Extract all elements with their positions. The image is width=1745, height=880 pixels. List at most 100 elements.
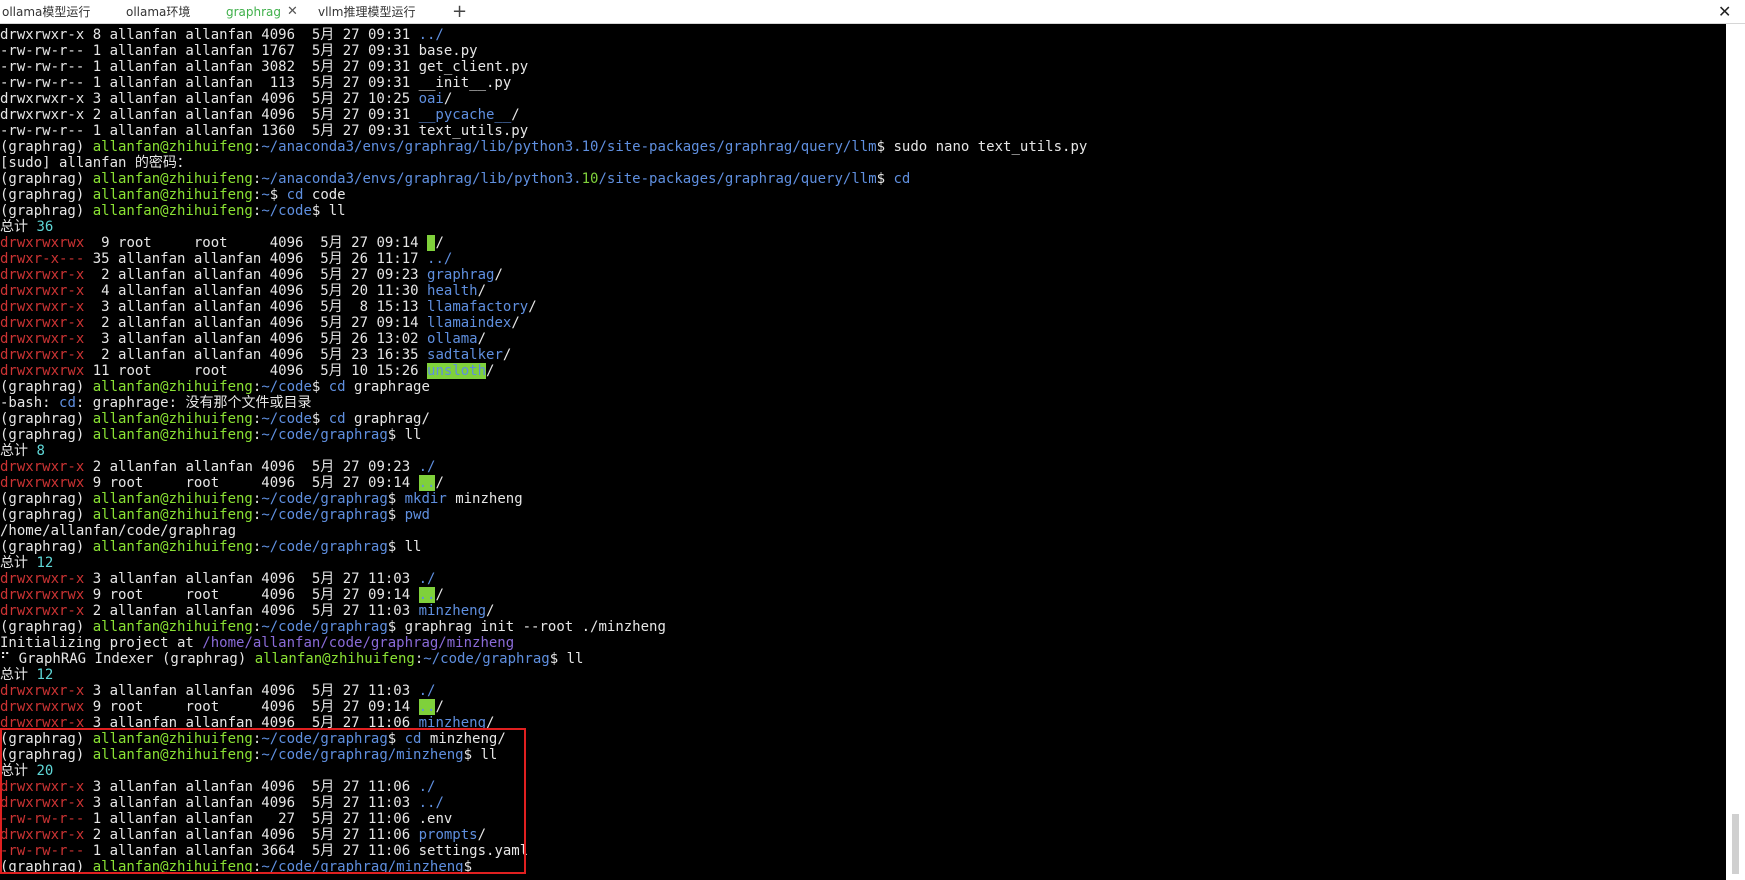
terminal-text-segment: 2 allanfan allanfan 4096 5月 27 11:06 (84, 827, 419, 843)
terminal-text-segment: $ sudo nano text_utils.py (876, 139, 1088, 155)
terminal-text-segment: ~/code/graphrag (261, 507, 388, 523)
tab-graphrag[interactable]: graphrag (226, 5, 282, 19)
terminal-line: drwxrwxr-x 2 allanfan allanfan 4096 5月 2… (0, 107, 1087, 123)
terminal-text-segment: graphrag/ (345, 411, 430, 427)
terminal-text-segment: ../ (427, 251, 453, 267)
terminal-text-segment: / (486, 603, 495, 619)
window-close-icon[interactable]: ✕ (1718, 2, 1732, 21)
terminal-text-segment: drwxrwxrwx (0, 699, 85, 715)
terminal-text-segment: drwxrwxr-x (0, 683, 85, 699)
terminal-text-segment: drwxrwxr-x 3 allanfan allanfan 4096 5月 2… (0, 91, 419, 107)
terminal-line: (graphrag) allanfan@zhihuifeng:~/anacond… (0, 171, 1087, 187)
terminal-text-segment: / (443, 91, 453, 107)
terminal-text-segment: (graphrag) (0, 139, 93, 155)
terminal-text-segment: ~/code (261, 379, 312, 395)
terminal-text-segment: 总计 (0, 219, 37, 235)
terminal-line: -rw-rw-r-- 1 allanfan allanfan 27 5月 27 … (0, 811, 1087, 827)
terminal-text-segment: drwxrwxr-x (0, 571, 85, 587)
terminal-text-segment: $ (269, 187, 287, 203)
terminal-line: drwxrwxrwx 9 root root 4096 5月 27 09:14 … (0, 587, 1087, 603)
terminal-text-segment: Initializing project at (0, 635, 203, 651)
terminal-text-segment: -rw-rw-r-- 1 allanfan allanfan 1767 5月 2… (0, 43, 478, 59)
tab-bar: ollama模型运行 ollama环境 graphrag ✕ vllm推理模型运… (0, 0, 1745, 24)
terminal-text-segment: ~/code (261, 411, 312, 427)
terminal-text-segment: : (252, 379, 262, 395)
terminal-line: -bash: cd: graphrage: 没有那个文件或目录 (0, 395, 1087, 411)
terminal-scrollbar[interactable] (1726, 24, 1745, 880)
terminal-text-segment: oai (418, 91, 444, 107)
terminal-text-segment: drwxrwxr-x (0, 603, 85, 619)
terminal-text-segment: (graphrag) (0, 427, 93, 443)
terminal-line: drwxrwxr-x 3 allanfan allanfan 4096 5月 2… (0, 683, 1087, 699)
terminal-text-segment: 总计 (0, 667, 37, 683)
terminal-text-segment: $ ll (387, 427, 422, 443)
terminal-text-segment: 4 allanfan allanfan 4096 5月 20 11:30 (84, 283, 428, 299)
terminal-text-segment: / (435, 475, 444, 491)
terminal-text-segment: 10 (581, 171, 599, 187)
terminal-output[interactable]: drwxrwxr-x 8 allanfan allanfan 4096 5月 2… (0, 24, 1726, 880)
terminal-line: drwxrwxr-x 8 allanfan allanfan 4096 5月 2… (0, 27, 1087, 43)
terminal-text-segment: : (252, 747, 262, 763)
terminal-text-segment: 12 (36, 555, 54, 571)
terminal-text-segment: 3 allanfan allanfan 4096 5月 27 11:06 (84, 715, 419, 731)
tab-ollama-env[interactable]: ollama环境 (126, 5, 191, 19)
terminal-text-segment: : (252, 491, 262, 507)
terminal-line: 总计 20 (0, 763, 1087, 779)
terminal-line: (graphrag) allanfan@zhihuifeng:~/code/gr… (0, 507, 1087, 523)
terminal-text-segment: allanfan@zhihuifeng (92, 859, 253, 875)
terminal-text-segment: allanfan@zhihuifeng (92, 203, 253, 219)
terminal-text-segment: allanfan@zhihuifeng (254, 651, 415, 667)
terminal-text-segment: ./ (418, 571, 436, 587)
terminal-text-segment: / (511, 315, 520, 331)
terminal-text-segment: ~/code/graphrag/minzheng (261, 747, 464, 763)
terminal-line: (graphrag) allanfan@zhihuifeng:~/code$ c… (0, 411, 1087, 427)
tab-close-icon[interactable]: ✕ (287, 4, 298, 19)
terminal-line: drwxrwxr-x 3 allanfan allanfan 4096 5月 2… (0, 715, 1087, 731)
terminal-text-segment: llamaindex (427, 315, 512, 331)
terminal-line: drwxrwxrwx 9 root root 4096 5月 27 09:14 … (0, 699, 1087, 715)
terminal-text-segment: minzheng (418, 715, 487, 731)
terminal-text-segment: 9 root root 4096 5月 27 09:14 (84, 475, 419, 491)
terminal-text-segment: ~/code/graphrag (261, 491, 388, 507)
terminal-text-segment: / (494, 267, 503, 283)
terminal-text-segment: : (252, 507, 262, 523)
tab-vllm-run[interactable]: vllm推理模型运行 (318, 5, 416, 19)
terminal-text-segment: : (252, 731, 262, 747)
terminal-text-segment: allanfan@zhihuifeng (92, 411, 253, 427)
terminal-text-segment: ~/code/graphrag (261, 539, 388, 555)
terminal-text-segment: mkdir (404, 491, 447, 507)
terminal-text-segment: 总计 (0, 443, 37, 459)
terminal-text-segment: ⠋ GraphRAG Indexer (graphrag) (0, 651, 255, 667)
terminal-text-segment: 9 root root 4096 5月 27 09:14 (84, 587, 419, 603)
terminal-text-segment: / (477, 283, 487, 299)
terminal-text-segment: $ ll (387, 539, 422, 555)
tab-ollama-run[interactable]: ollama模型运行 (2, 5, 91, 19)
terminal-text-segment: /site-packages/graphrag/query/llm (598, 171, 877, 187)
terminal-text-segment: 1 allanfan allanfan 27 5月 27 11:06 .env (84, 811, 453, 827)
new-tab-plus-icon[interactable]: + (452, 1, 468, 22)
terminal-text-segment: allanfan@zhihuifeng (92, 427, 253, 443)
terminal-text-segment: drwxrwxr-x (0, 715, 85, 731)
terminal-line: -rw-rw-r-- 1 allanfan allanfan 3082 5月 2… (0, 59, 1087, 75)
terminal-text-segment: $ (311, 379, 329, 395)
terminal-text-segment: drwxrwxr-x 2 allanfan allanfan 4096 5月 2… (0, 107, 419, 123)
terminal-text-segment: -rw-rw-r-- 1 allanfan allanfan 3082 5月 2… (0, 59, 529, 75)
terminal-text-segment: 2 allanfan allanfan 4096 5月 27 11:03 (84, 603, 419, 619)
terminal-line: drwxrwxr-x 2 allanfan allanfan 4096 5月 2… (0, 267, 1087, 283)
terminal-text-segment: ./ (418, 459, 436, 475)
terminal-line: drwxrwxr-x 3 allanfan allanfan 4096 5月 2… (0, 331, 1087, 347)
terminal-text-segment: (graphrag) (0, 379, 93, 395)
terminal-line: (graphrag) allanfan@zhihuifeng:~/code$ l… (0, 203, 1087, 219)
scrollbar-thumb[interactable] (1732, 814, 1739, 874)
terminal-text-segment: allanfan@zhihuifeng (92, 187, 253, 203)
terminal-line: drwxrwxrwx 11 root root 4096 5月 10 15:26… (0, 363, 1087, 379)
terminal-text-segment: : (252, 427, 262, 443)
terminal-text-segment: drwxr-x--- (0, 251, 85, 267)
terminal-line: 总计 36 (0, 219, 1087, 235)
terminal-line: (graphrag) allanfan@zhihuifeng:~/code$ c… (0, 379, 1087, 395)
terminal-text-segment: .. (418, 699, 436, 715)
terminal-text-segment: minzheng (446, 491, 523, 507)
terminal-text-segment: / (477, 331, 487, 347)
terminal-text-segment: : (252, 859, 262, 875)
terminal-text-segment: cd (893, 171, 911, 187)
